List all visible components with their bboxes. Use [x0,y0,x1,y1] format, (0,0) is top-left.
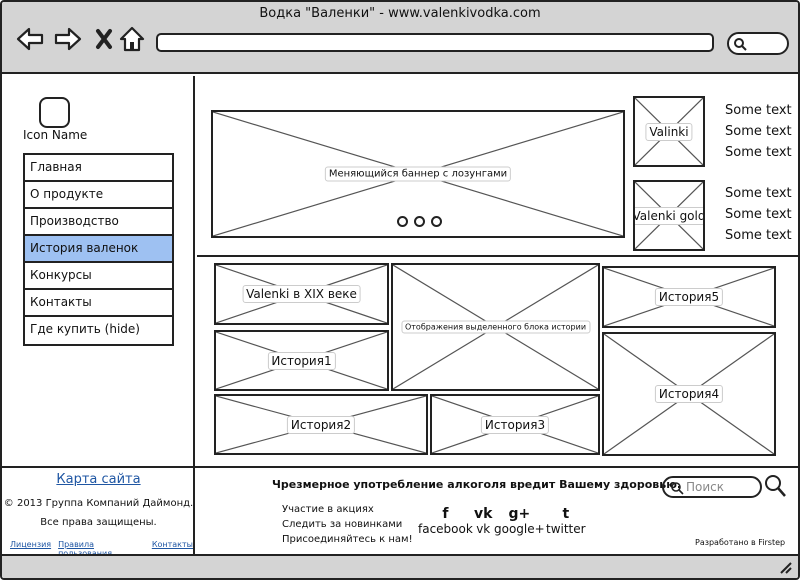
sidebar: Icon Name Главная О продукте Производств… [2,76,195,466]
sidebar-item-contacts[interactable]: Контакты [25,290,172,317]
address-bar[interactable] [156,33,714,52]
status-bar [2,554,798,578]
footer-links: Лицензия Правила пользования Контакты [10,540,193,558]
social-vk[interactable]: vk vk [474,506,492,536]
back-arrow-icon [16,27,44,51]
terms-link[interactable]: Правила пользования [58,540,112,558]
logo-caption: Icon Name [23,128,88,142]
product-image-valinki[interactable]: Valinki [633,96,705,167]
footer-left: Карта сайта © 2013 Группа Компаний Даймо… [2,468,195,558]
developer-credit: Разработано в Firstep [695,538,786,547]
browser-search-field[interactable] [727,32,789,55]
product-text: Some text [725,145,792,160]
forward-arrow-icon [54,27,82,51]
story-3[interactable]: История3 [430,394,600,455]
page-footer: Карта сайта © 2013 Группа Компаний Даймо… [2,466,798,558]
license-link[interactable]: Лицензия [10,540,52,549]
content-divider [197,255,798,257]
product-label: Valinki [645,122,693,141]
back-button[interactable] [16,26,44,52]
pager-dot[interactable] [397,216,408,227]
story-2[interactable]: История2 [214,394,428,455]
promo-item[interactable]: Следить за новинками [282,519,403,530]
product-text: Some text [725,103,792,118]
story-label: История2 [286,415,356,434]
pager-dot[interactable] [414,216,425,227]
product-text: Some text [725,228,792,243]
product-text: Some text [725,186,792,201]
search-icon [671,482,684,495]
social-label: facebook [418,522,473,536]
story-label: История3 [480,415,550,434]
stop-button[interactable] [90,26,118,52]
sidebar-item-history[interactable]: История валенок [25,236,172,263]
story-xix-century[interactable]: Valenki в XIX веке [214,263,389,325]
logo-icon [39,97,70,128]
browser-toolbar: Водка "Валенки" - www.valenkivodka.com [2,2,798,74]
promo-item[interactable]: Участие в акциях [282,504,374,515]
story-1[interactable]: История1 [214,330,389,391]
sidebar-item-contests[interactable]: Конкурсы [25,263,172,290]
google-plus-icon: g+ [508,506,531,522]
forward-button[interactable] [54,26,82,52]
copyright-line: © 2013 Группа Компаний Даймонд. [3,498,194,509]
sidebar-menu: Главная О продукте Производство История … [23,153,174,346]
story-label: История1 [267,351,336,370]
slogan-banner[interactable]: Меняющийся баннер с лозунгами [211,110,625,238]
story-5[interactable]: История5 [602,266,776,328]
site-search-input[interactable]: Поиск [662,476,762,498]
social-facebook[interactable]: f facebook [418,506,473,536]
social-label: twitter [546,522,586,536]
banner-pager [397,216,442,227]
social-label: google+ [494,522,545,536]
resize-grip-icon[interactable] [778,560,792,574]
twitter-icon: t [562,506,570,522]
health-warning: Чрезмерное употребление алкоголя вредит … [272,478,682,491]
sidebar-item-about[interactable]: О продукте [25,182,172,209]
sitemap-link[interactable]: Карта сайта [56,472,141,487]
social-twitter[interactable]: t twitter [546,506,586,536]
pager-dot[interactable] [431,216,442,227]
home-icon [119,26,145,52]
facebook-icon: f [442,506,449,522]
home-button[interactable] [118,26,146,52]
sidebar-item-where-to-buy[interactable]: Где купить (hide) [25,317,172,344]
copyright: © 2013 Группа Компаний Даймонд. Все прав… [2,494,195,532]
social-label: vk [476,522,491,536]
story-label: Valenki в XIX веке [242,285,361,303]
product-image-valenki-gold[interactable]: Valenki gold [633,180,705,251]
promo-item[interactable]: Присоединяйтесь к нам! [282,534,413,545]
sidebar-item-production[interactable]: Производство [25,209,172,236]
promo-list: Участие в акциях Следить за новинками Пр… [282,502,413,547]
story-4[interactable]: История4 [602,332,776,456]
banner-label: Меняющийся баннер с лозунгами [324,166,512,182]
story-label: История4 [654,385,724,403]
contacts-link[interactable]: Контакты [151,540,193,549]
product-text: Some text [725,124,792,139]
story-label: Отображения выделенного блока истории [400,320,591,334]
close-icon [96,29,112,49]
sidebar-item-home[interactable]: Главная [25,155,172,182]
search-icon [734,38,747,51]
window-title: Водка "Валенки" - www.valenkivodka.com [259,6,541,21]
vk-icon: vk [474,506,493,522]
search-button-icon[interactable] [764,474,786,498]
social-google-plus[interactable]: g+ google+ [494,506,545,536]
story-label: История5 [654,288,724,306]
product-text: Some text [725,207,792,222]
search-placeholder: Поиск [686,480,725,494]
copyright-line: Все права защищены. [40,517,157,528]
story-selected-view[interactable]: Отображения выделенного блока истории [391,263,600,391]
product-label: Valenki gold [635,206,703,225]
